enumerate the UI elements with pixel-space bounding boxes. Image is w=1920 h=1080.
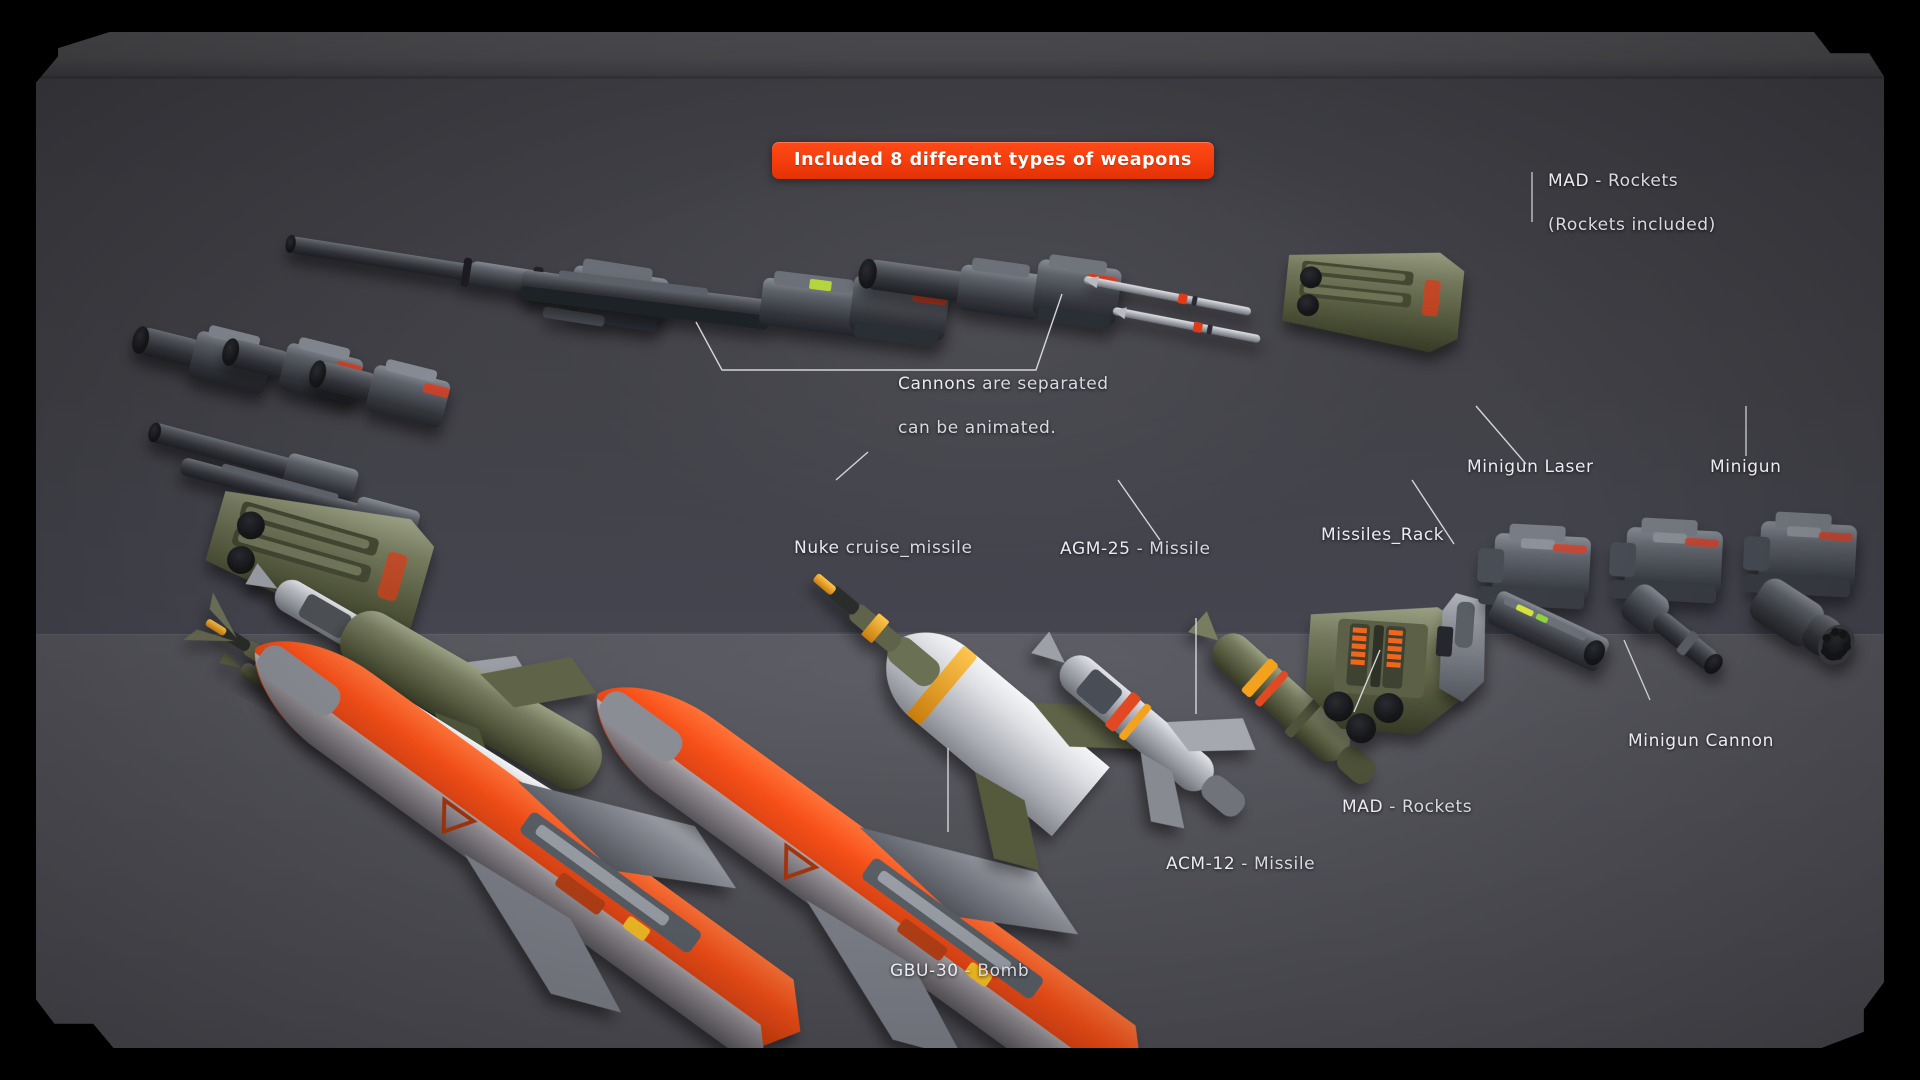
label-bold: ACM-12 [1166, 854, 1236, 875]
horizon-line [36, 634, 1884, 635]
panel-top-edge [36, 76, 1884, 79]
label-rest: - Missile [1130, 539, 1211, 560]
label-bold: Minigun Laser [1467, 457, 1594, 478]
label-rest: cruise_missile [839, 538, 973, 559]
label-bold: Nuke [794, 538, 840, 559]
label-rest: - Bomb [958, 961, 1030, 982]
callout-minigun-cannon: Minigun Cannon [1604, 708, 1774, 774]
label-rest: - Rockets [1589, 171, 1679, 192]
label-rest: - Rockets [1383, 797, 1473, 818]
callout-agm-25-missile: AGM-25 - Missile [1036, 516, 1211, 582]
label-bold: Missiles_Rack [1321, 525, 1445, 546]
label-bold: Minigun [1710, 457, 1782, 478]
callout-cannons-note: Cannons are separated can be animated. [874, 351, 1109, 461]
label-line2: can be animated. [898, 418, 1057, 439]
label-line2: (Rockets included) [1548, 215, 1716, 236]
callout-mad-rockets-top: MAD - Rockets (Rockets included) [1524, 148, 1716, 258]
callout-nuke-cruise-missile: Nuke cruise_missile [770, 515, 973, 581]
label-bold: MAD [1342, 797, 1384, 818]
weapons-count-banner: Included 8 different types of weapons [772, 142, 1214, 179]
callout-acm-12-missile: ACM-12 - Missile [1142, 831, 1315, 897]
label-rest: - Missile [1235, 854, 1316, 875]
weapons-render [132, 234, 1857, 1048]
callout-gbu-30-bomb: GBU-30 - Bomb [866, 938, 1029, 1004]
label-bold: AGM-25 [1060, 539, 1131, 560]
callout-minigun-laser: Minigun Laser [1443, 434, 1594, 500]
callout-missiles-rack: Missiles_Rack [1297, 502, 1444, 568]
callout-mad-rockets-bottom: MAD - Rockets [1318, 774, 1472, 840]
callout-minigun: Minigun [1686, 434, 1781, 500]
label-bold: MAD [1548, 171, 1590, 192]
label-bold: Cannons [898, 374, 977, 395]
label-rest: are separated [976, 374, 1109, 395]
label-bold: Minigun Cannon [1628, 731, 1775, 752]
label-bold: GBU-30 [890, 961, 959, 982]
panel-top-band [36, 32, 1884, 76]
